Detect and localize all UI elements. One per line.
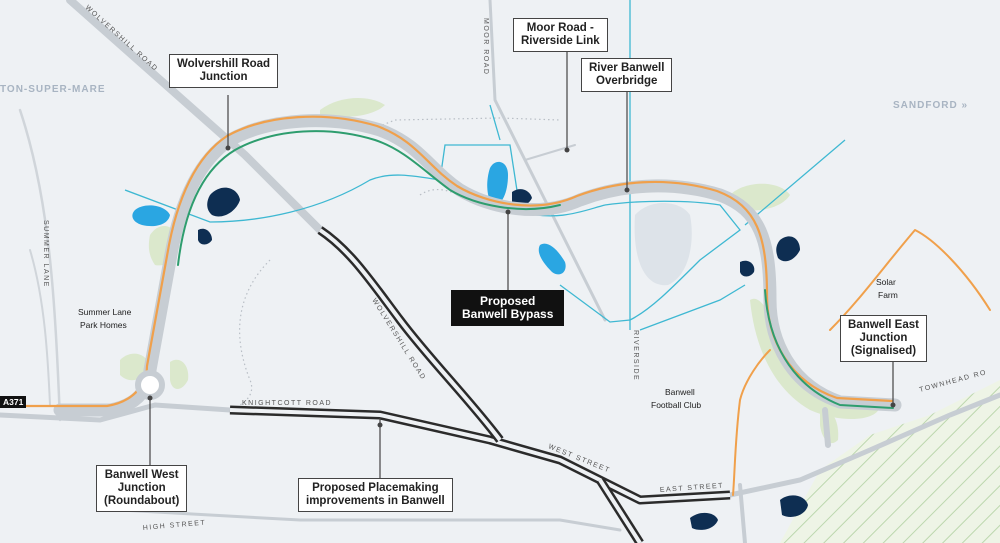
- callout-markers: [147, 145, 896, 428]
- callout-line: Junction: [199, 71, 248, 83]
- callout-proposed-banwell-bypass[interactable]: Proposed Banwell Bypass: [451, 290, 565, 326]
- watercourses: [124, 0, 846, 331]
- place-label-summer-lane-park-homes: Summer Lane Park Homes: [78, 307, 134, 330]
- callout-line: Riverside Link: [521, 35, 600, 47]
- town-label-weston: TON-SUPER-MARE: [0, 84, 105, 95]
- callout-wolvershill-road-junction[interactable]: Wolvershill Road Junction: [169, 54, 279, 88]
- callout-line: River Banwell: [589, 62, 665, 74]
- road-label-knightcott: KNIGHTCOTT ROAD: [242, 400, 332, 407]
- callout-proposed-placemaking[interactable]: Proposed Placemaking improvements in Ban…: [298, 478, 453, 512]
- road-label-east-street: EAST STREET: [660, 483, 725, 494]
- field-area: [634, 202, 692, 286]
- callout-line: (Signalised): [850, 345, 917, 357]
- callout-banwell-west-junction[interactable]: Banwell West Junction (Roundabout): [96, 465, 188, 512]
- placemaking-roads: [229, 226, 731, 543]
- callout-line: Overbridge: [596, 75, 658, 87]
- town-label-sandford: SANDFORD »: [893, 100, 968, 111]
- callout-line: Junction: [117, 482, 166, 494]
- callout-line: Wolvershill Road: [177, 58, 271, 70]
- ponds-light: [132, 161, 566, 275]
- road-label-summer-lane: SUMMER LANE: [42, 220, 49, 288]
- place-label-banwell-football-club: Banwell Football Club: [651, 387, 701, 410]
- callout-line: improvements in Banwell: [306, 495, 445, 507]
- road-label-moor-road: MOOR ROAD: [482, 18, 489, 75]
- callout-river-banwell-overbridge[interactable]: River Banwell Overbridge: [581, 58, 673, 92]
- ponds-dark: [198, 187, 808, 530]
- dotted-boundaries: [239, 117, 561, 406]
- road-label-wolvershill-upper: WOLVERSHILL ROAD: [84, 4, 159, 73]
- road-label-high-street: HIGH STREET: [143, 519, 207, 532]
- proposed-bypass-route: [0, 114, 991, 496]
- callout-line: Banwell Bypass: [462, 307, 554, 321]
- roundabout: [135, 370, 165, 400]
- callout-line: (Roundabout): [104, 495, 180, 507]
- callout-moor-road-riverside-link[interactable]: Moor Road - Riverside Link: [513, 18, 608, 52]
- callout-leaders: [149, 48, 894, 478]
- a371-road-badge: A371: [0, 396, 27, 408]
- road-label-riverside: RIVERSIDE: [632, 330, 639, 381]
- callout-line: Moor Road -: [526, 22, 594, 34]
- place-label-solar-farm: Solar Farm: [876, 277, 898, 300]
- road-label-townhead: TOWNHEAD RO: [919, 369, 988, 394]
- solar-farm-area: [780, 380, 1000, 543]
- callout-line: Proposed Placemaking: [312, 482, 439, 494]
- callout-line: Banwell West: [104, 469, 179, 481]
- callout-line: Proposed: [480, 294, 536, 308]
- callout-line: Junction: [859, 332, 908, 344]
- callout-line: Banwell East: [848, 319, 919, 331]
- callout-banwell-east-junction[interactable]: Banwell East Junction (Signalised): [840, 315, 927, 362]
